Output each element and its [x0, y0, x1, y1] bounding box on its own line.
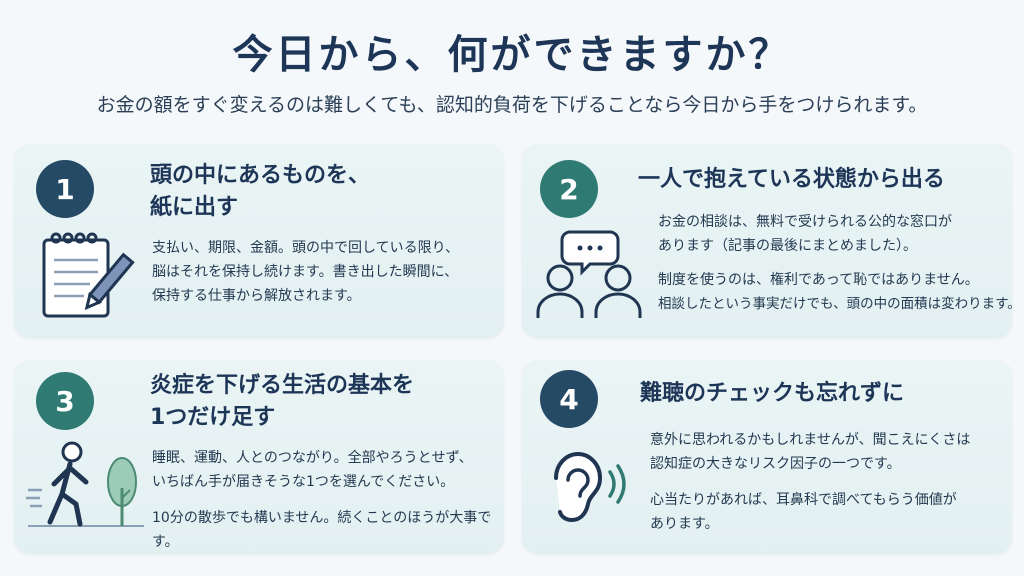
card-title-line: 1つだけ足す — [150, 405, 276, 430]
notepad-pencil-icon — [42, 232, 135, 318]
card-title: 頭の中にあるものを、 紙に出す — [150, 160, 370, 224]
card-hearing-check: 4 難聴のチェックも忘れずに 意外に思われるかもしれませんが、聞こえにくさは 認… — [522, 360, 1012, 554]
card-body: 睡眠、運動、人とのつながり。全部やろうとせず、 いちばん手が届きそうな1つを選ん… — [152, 446, 507, 554]
consultation-people-icon — [536, 230, 642, 318]
walking-person-tree-icon — [26, 441, 144, 527]
card-body-line: 支払い、期限、金額。頭の中で回している限り、 — [152, 240, 460, 256]
card-get-help: 2 一人で抱えている状態から出る お金の相談は、無料で受けられる公的な窓口が あ… — [522, 144, 1021, 338]
card-body-line: いちばん手が届きそうな1つを選んでください。 — [152, 474, 455, 490]
step-number-badge: 1 — [36, 160, 94, 218]
card-body: 支払い、期限、金額。頭の中で回している限り、 脳はそれを保持し続けます。書き出し… — [152, 236, 497, 308]
card-body-line: 認知症の大きなリスク因子の一つです。 — [650, 456, 901, 472]
page-subtitle: お金の額をすぐ変えるのは難しくても、認知的負荷を下げることなら今日から手をつけら… — [96, 94, 928, 116]
card-body-line: 意外に思われるかもしれませんが、聞こえにくさは — [650, 432, 971, 448]
card-body: お金の相談は、無料で受けられる公的な窓口が あります（記事の最後にまとめました）… — [658, 210, 1021, 316]
card-body-line: 心当たりがあれば、耳鼻科で調べてもらう価値が — [650, 492, 957, 508]
card-body-line: 睡眠、運動、人とのつながり。全部やろうとせず、 — [152, 450, 473, 466]
card-title: 一人で抱えている状態から出る — [638, 164, 945, 196]
ear-icon — [554, 452, 626, 523]
card-body-line: 制度を使うのは、権利であって恥ではありません。 — [658, 272, 979, 288]
card-title-line: 頭の中にあるものを、 — [150, 163, 371, 188]
card-lifestyle: 3 炎症を下げる生活の基本を 1つだけ足す 睡眠、運動、人とのつながり。全部やろ… — [14, 360, 504, 554]
card-title-line: 紙に出す — [150, 195, 239, 220]
card-title: 炎症を下げる生活の基本を 1つだけ足す — [150, 370, 414, 434]
page-title: 今日から、何ができますか？ — [232, 32, 792, 78]
card-body-line: あります。 — [650, 516, 719, 532]
card-body-line: 10分の散歩でも構いません。続くことのほうが大事です。 — [152, 510, 492, 550]
card-title-line: 一人で抱えている状態から出る — [638, 167, 945, 192]
step-number-badge: 2 — [540, 160, 598, 218]
card-title-line: 難聴のチェックも忘れずに — [640, 381, 905, 406]
card-title: 難聴のチェックも忘れずに — [640, 378, 904, 410]
card-title-line: 炎症を下げる生活の基本を — [150, 373, 415, 398]
card-write-it-down: 1 頭の中にあるものを、 紙に出す 支払い、期限、金額。頭の中で回している限り、… — [14, 144, 504, 338]
step-number-badge: 4 — [540, 370, 598, 428]
card-body-line: 脳はそれを保持し続けます。書き出した瞬間に、 — [152, 264, 459, 280]
card-body-line: 保持する仕事から解放されます。 — [152, 288, 361, 304]
card-body: 意外に思われるかもしれませんが、聞こえにくさは 認知症の大きなリスク因子の一つで… — [650, 428, 1005, 536]
card-body-line: お金の相談は、無料で受けられる公的な窓口が — [658, 214, 952, 230]
step-number-badge: 3 — [36, 372, 94, 430]
card-body-line: 相談したという事実だけでも、頭の中の面積は変わります。 — [658, 296, 1021, 312]
card-body-line: あります（記事の最後にまとめました）。 — [658, 238, 917, 254]
